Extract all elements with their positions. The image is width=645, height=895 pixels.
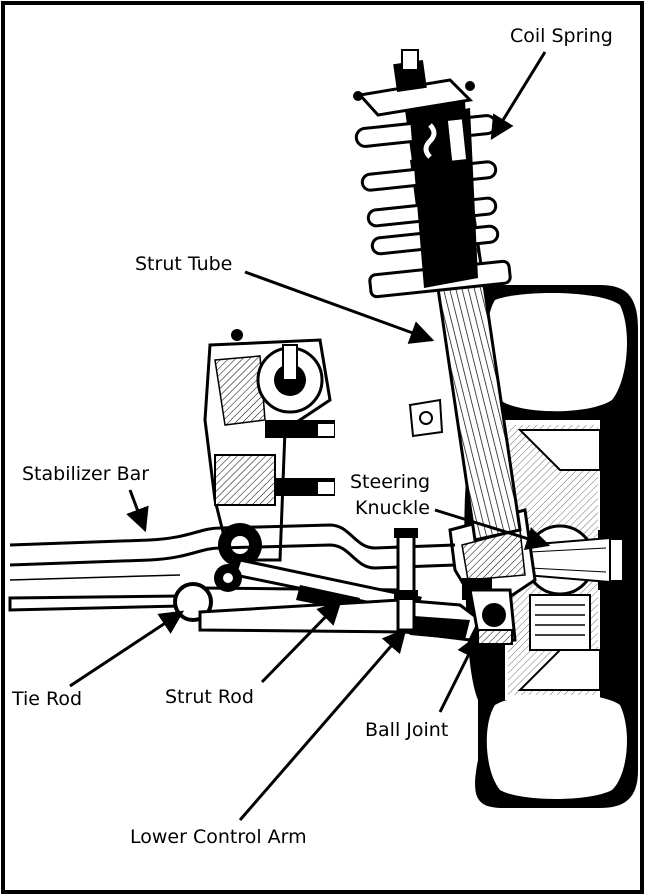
label-steering-knuckle-1: Steering xyxy=(350,471,430,493)
label-steering-knuckle-2: Knuckle xyxy=(355,497,430,519)
label-strut-tube: Strut Tube xyxy=(135,253,232,275)
label-lower-control-arm: Lower Control Arm xyxy=(130,826,307,848)
leader-ball-joint xyxy=(438,633,480,713)
leader-tie-rod xyxy=(69,610,185,688)
leader-stabilizer-bar xyxy=(126,489,149,533)
stabilizer-bar-drawing xyxy=(9,523,456,581)
steering-gear-box xyxy=(203,329,335,567)
leader-coil-spring xyxy=(490,51,547,141)
label-ball-joint: Ball Joint xyxy=(365,719,448,741)
label-coil-spring: Coil Spring xyxy=(510,25,613,47)
tire-assembly xyxy=(464,285,638,808)
label-stabilizer-bar: Stabilizer Bar xyxy=(22,463,149,485)
label-tie-rod: Tie Rod xyxy=(11,688,82,710)
label-strut-rod: Strut Rod xyxy=(165,686,254,708)
leader-lower-control-arm xyxy=(238,628,407,821)
leader-strut-rod xyxy=(260,600,342,684)
leader-strut-tube xyxy=(244,270,435,344)
leader-steering-knuckle xyxy=(434,508,551,551)
